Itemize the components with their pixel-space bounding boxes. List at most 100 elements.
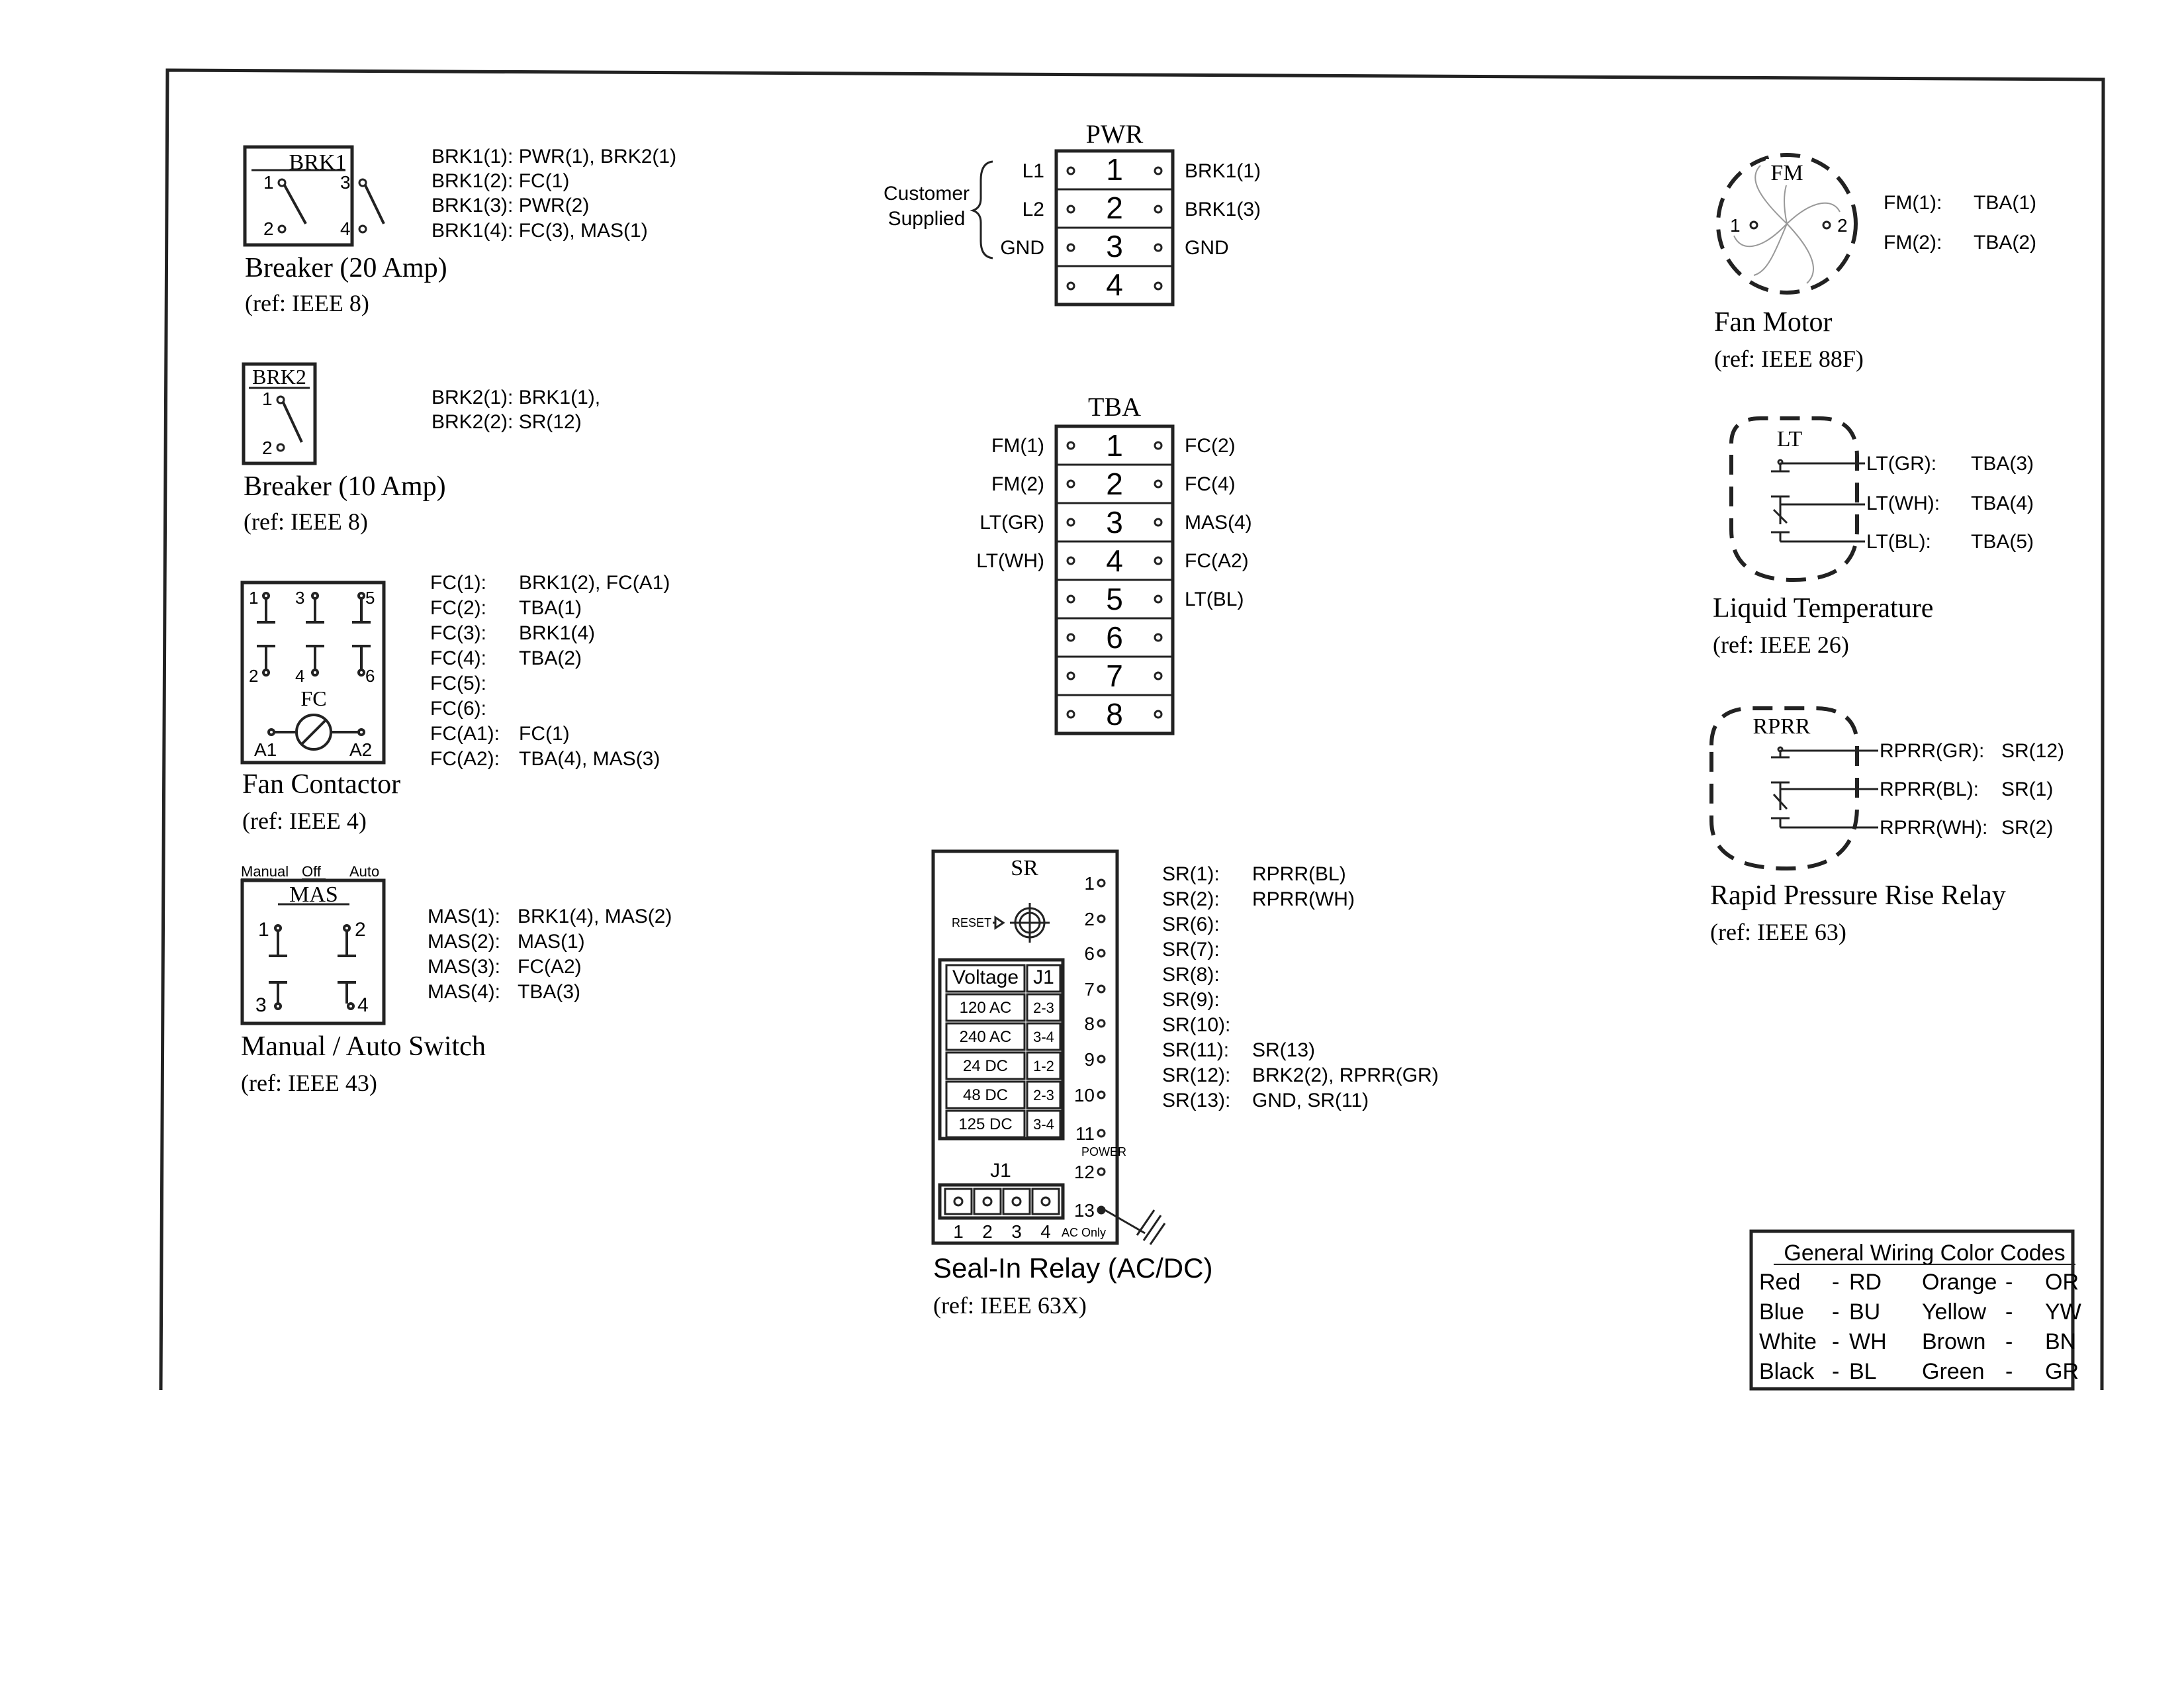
breaker-20-terminal-2: 2 <box>263 218 274 239</box>
pwr-terminal-3: 3 <box>1106 229 1123 263</box>
fc-wiring-pin: FC(2): <box>430 597 486 619</box>
sr-table-j1-setting: 3-4 <box>1033 1116 1054 1133</box>
rprr-wiring-pin: RPRR(BL): <box>1880 778 1979 800</box>
fc-wiring-pin: FC(3): <box>430 622 486 644</box>
legend-entries: Red-RDBlue-BUWhite-WHBlack-BLOrange-ORYe… <box>1759 1270 2081 1384</box>
fan-contactor: 1 3 5 2 4 6 FC A1 A2 Fan Contactor (ref:… <box>240 572 670 834</box>
sr-wiring-pin: SR(11): <box>1162 1039 1229 1061</box>
breaker-20-wiring-2: BRK1(2): FC(1) <box>432 170 569 192</box>
sr-reset-label: RESET <box>952 916 991 929</box>
legend-color-name: Brown <box>1922 1329 1985 1354</box>
tba-terminal-7: 7 <box>1106 659 1123 693</box>
sr-table-voltage: 120 AC <box>960 999 1012 1017</box>
pwr-terminal-1: 1 <box>1106 152 1123 187</box>
sr-pin-7: 7 <box>1084 979 1095 1000</box>
rprr-wiring-pin: RPRR(GR): <box>1880 740 1984 762</box>
sr-title: Seal-In Relay (AC/DC) <box>933 1252 1212 1284</box>
liquid-temperature: LT LT(GR): TBA(3) LT(WH): TBA(4) LT(BL):… <box>1713 416 2034 658</box>
breaker-10-amp: BRK2 1 2 Breaker (10 Amp) (ref: IEEE 8) … <box>242 362 600 535</box>
breaker-20-wiring-1: BRK1(1): PWR(1), BRK2(1) <box>432 146 676 167</box>
sr-wiring-pin: SR(7): <box>1162 939 1220 961</box>
rprr-wiring-pin: RPRR(WH): <box>1880 817 1987 839</box>
fc-wiring-pin: FC(1): <box>430 572 486 594</box>
sr-wiring-pin: SR(10): <box>1162 1014 1230 1036</box>
tba-right-label: FC(4) <box>1185 473 1236 495</box>
sr-wiring-pin: SR(12): <box>1162 1064 1230 1086</box>
lt-wiring-to: TBA(5) <box>1971 531 2034 553</box>
lt-wiring-pin: LT(BL): <box>1866 531 1931 553</box>
mas-wiring-pin: MAS(4): <box>428 981 500 1003</box>
legend-color-code: BN <box>2045 1329 2076 1354</box>
sr-pin-11: 11 <box>1075 1123 1095 1144</box>
breaker-10-ref: (ref: IEEE 8) <box>244 508 368 535</box>
sr-power-label: POWER <box>1081 1145 1126 1158</box>
sr-wiring-pin: SR(1): <box>1162 863 1220 885</box>
legend-dash: - <box>2005 1270 2013 1295</box>
fc-wiring-pin: FC(A1): <box>430 723 500 745</box>
mas-title: Manual / Auto Switch <box>241 1031 486 1062</box>
mas-wiring-to: TBA(3) <box>518 981 580 1003</box>
sr-wiring-to: RPRR(BL) <box>1252 863 1346 885</box>
sr-j1-pin: 2 <box>982 1221 993 1242</box>
mas-position-auto: Auto <box>349 863 379 880</box>
pwr-terminal-2: 2 <box>1106 191 1123 225</box>
legend-title: General Wiring Color Codes <box>1784 1241 2065 1266</box>
sr-ac-only-label: AC Only <box>1062 1226 1106 1239</box>
sr-pin-12: 12 <box>1074 1162 1095 1182</box>
legend-dash: - <box>2005 1359 2013 1384</box>
pwr-left-3: GND <box>1000 237 1044 259</box>
fc-wiring-to: BRK1(2), FC(A1) <box>519 572 670 594</box>
legend-color-name: Yellow <box>1922 1299 1986 1325</box>
mas-ref: (ref: IEEE 43) <box>241 1070 377 1096</box>
tba-right-label: MAS(4) <box>1185 512 1252 534</box>
pwr-left-2: L2 <box>1023 199 1044 220</box>
fc-terminal-6: 6 <box>365 666 375 686</box>
manual-auto-switch: Manual Off Auto MAS 1 2 3 4 Manual / Aut… <box>240 863 672 1096</box>
sr-wiring-pin: SR(13): <box>1162 1090 1230 1111</box>
breaker-10-terminal-1: 1 <box>262 389 273 409</box>
lt-wiring-pin: LT(GR): <box>1866 453 1936 475</box>
tba-terminal-6: 6 <box>1106 620 1123 655</box>
sr-pin-9: 9 <box>1084 1049 1095 1070</box>
rapid-pressure-rise-relay: RPRR RPRR(GR): SR(12) RPRR(BL): SR(1) RP… <box>1709 706 2064 945</box>
legend-color-name: Blue <box>1759 1299 1804 1325</box>
lt-ref: (ref: IEEE 26) <box>1713 632 1849 658</box>
sr-table-j1-setting: 2-3 <box>1033 1000 1054 1016</box>
fm-title: Fan Motor <box>1714 307 1833 338</box>
legend-dash: - <box>2005 1299 2013 1325</box>
lt-wiring-to: TBA(4) <box>1971 492 2034 514</box>
tba-right-label: FC(A2) <box>1185 550 1249 572</box>
fm-wiring-pin: FM(1): <box>1884 192 1942 214</box>
sr-wiring-to: BRK2(2), RPRR(GR) <box>1252 1064 1439 1086</box>
mas-terminal-2: 2 <box>355 919 366 941</box>
sr-table-voltage: 24 DC <box>963 1057 1008 1075</box>
mas-wiring-to: FC(A2) <box>518 956 582 978</box>
tba-left-label: FM(1) <box>991 435 1044 457</box>
mas-wiring-pin: MAS(2): <box>428 931 500 953</box>
breaker-10-wiring-1: BRK2(1): BRK1(1), <box>432 387 600 408</box>
sr-wiring-to: GND, SR(11) <box>1252 1090 1369 1111</box>
lt-title: Liquid Temperature <box>1713 593 1933 624</box>
mas-position-manual: Manual <box>241 863 289 880</box>
fm-ref: (ref: IEEE 88F) <box>1714 346 1864 372</box>
pwr-terminal-4: 4 <box>1106 267 1123 302</box>
tba-left-label: LT(GR) <box>979 512 1044 534</box>
mas-wiring-to: MAS(1) <box>518 931 585 953</box>
tba-terminal-8: 8 <box>1106 697 1123 731</box>
sr-j1-label: J1 <box>990 1160 1011 1182</box>
breaker-20-ref: (ref: IEEE 8) <box>245 290 369 316</box>
fc-terminal-a1: A1 <box>254 739 277 760</box>
fc-wiring-list: FC(1): BRK1(2), FC(A1) FC(2): TBA(1) FC(… <box>430 572 670 770</box>
sr-pin-13: 13 <box>1074 1200 1095 1221</box>
reset-button-icon <box>993 903 1050 943</box>
legend-color-code: RD <box>1849 1270 1882 1295</box>
sr-wiring-pin: SR(9): <box>1162 989 1220 1011</box>
legend-color-name: White <box>1759 1329 1817 1354</box>
fc-wiring-pin: FC(A2): <box>430 748 500 770</box>
fm-wiring-pin: FM(2): <box>1884 232 1942 254</box>
mas-wiring-to: BRK1(4), MAS(2) <box>518 906 672 927</box>
legend-dash: - <box>1832 1359 1839 1384</box>
fc-wiring-to: TBA(2) <box>519 647 582 669</box>
